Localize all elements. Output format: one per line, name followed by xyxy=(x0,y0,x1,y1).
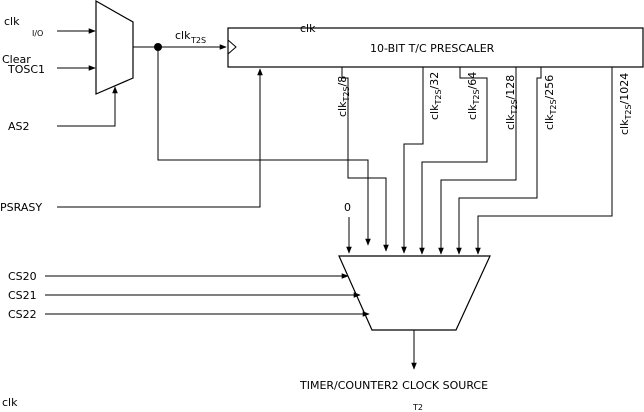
clear-label: Clear xyxy=(2,53,31,66)
svg-text:clkT2S/8: clkT2S/8 xyxy=(336,76,351,117)
tap-label-256: clkT2S/256 xyxy=(543,75,558,130)
prescaler-block xyxy=(227,27,644,68)
output-mux xyxy=(338,255,491,331)
svg-text:clkT2S/64: clkT2S/64 xyxy=(466,72,481,120)
cs20-label: CS20 xyxy=(8,270,37,283)
psrasy-wire xyxy=(57,68,263,208)
as2-label: AS2 xyxy=(8,120,30,133)
clock-input-triangle xyxy=(227,39,237,55)
svg-text:clkT2S/1024: clkT2S/1024 xyxy=(618,73,633,135)
svg-text:clkT2S/256: clkT2S/256 xyxy=(543,75,558,130)
tap-label-32: clkT2S/32 xyxy=(428,72,443,120)
tap-wire-64 xyxy=(419,67,488,255)
psrasy-label: PSRASY xyxy=(0,201,42,214)
tosc1-label: TOSC1 xyxy=(7,63,45,76)
zero-label: 0 xyxy=(344,201,351,214)
tap-wire-32 xyxy=(401,67,424,254)
clk-io-sub-label: I/O xyxy=(32,29,43,38)
clk-io-label: clk xyxy=(4,15,20,28)
output-sub-label: T2 xyxy=(412,403,423,412)
tap-label-128: clkT2S/128 xyxy=(504,75,519,130)
tap-label-1024: clkT2S/1024 xyxy=(618,73,633,135)
tap-label-64: clkT2S/64 xyxy=(466,72,481,120)
svg-text:clkT2S/128: clkT2S/128 xyxy=(504,75,519,130)
cs21-label: CS21 xyxy=(8,289,37,302)
prescaler-top-label: clk xyxy=(300,22,316,35)
clk-t2s-sub-label: T2S xyxy=(190,36,206,45)
as2-wire xyxy=(57,86,118,127)
tap-label-8: clkT2S/8 xyxy=(336,76,351,117)
clk-t2s-label: clk xyxy=(175,29,191,42)
tap-wire-8 xyxy=(341,67,389,252)
svg-text:clkT2S/32: clkT2S/32 xyxy=(428,72,443,120)
tap-wire-1024 xyxy=(475,67,613,255)
tap-wire-128 xyxy=(438,67,517,255)
tap-wire-256 xyxy=(456,67,542,255)
clk-t2s-direct-wire xyxy=(157,47,371,246)
cs22-label: CS22 xyxy=(8,308,37,321)
input-mux xyxy=(95,0,134,95)
output-clk-label: clk xyxy=(2,396,18,409)
output-label: TIMER/COUNTER2 CLOCK SOURCE xyxy=(299,379,488,392)
prescaler-title: 10-BIT T/C PRESCALER xyxy=(370,42,495,55)
